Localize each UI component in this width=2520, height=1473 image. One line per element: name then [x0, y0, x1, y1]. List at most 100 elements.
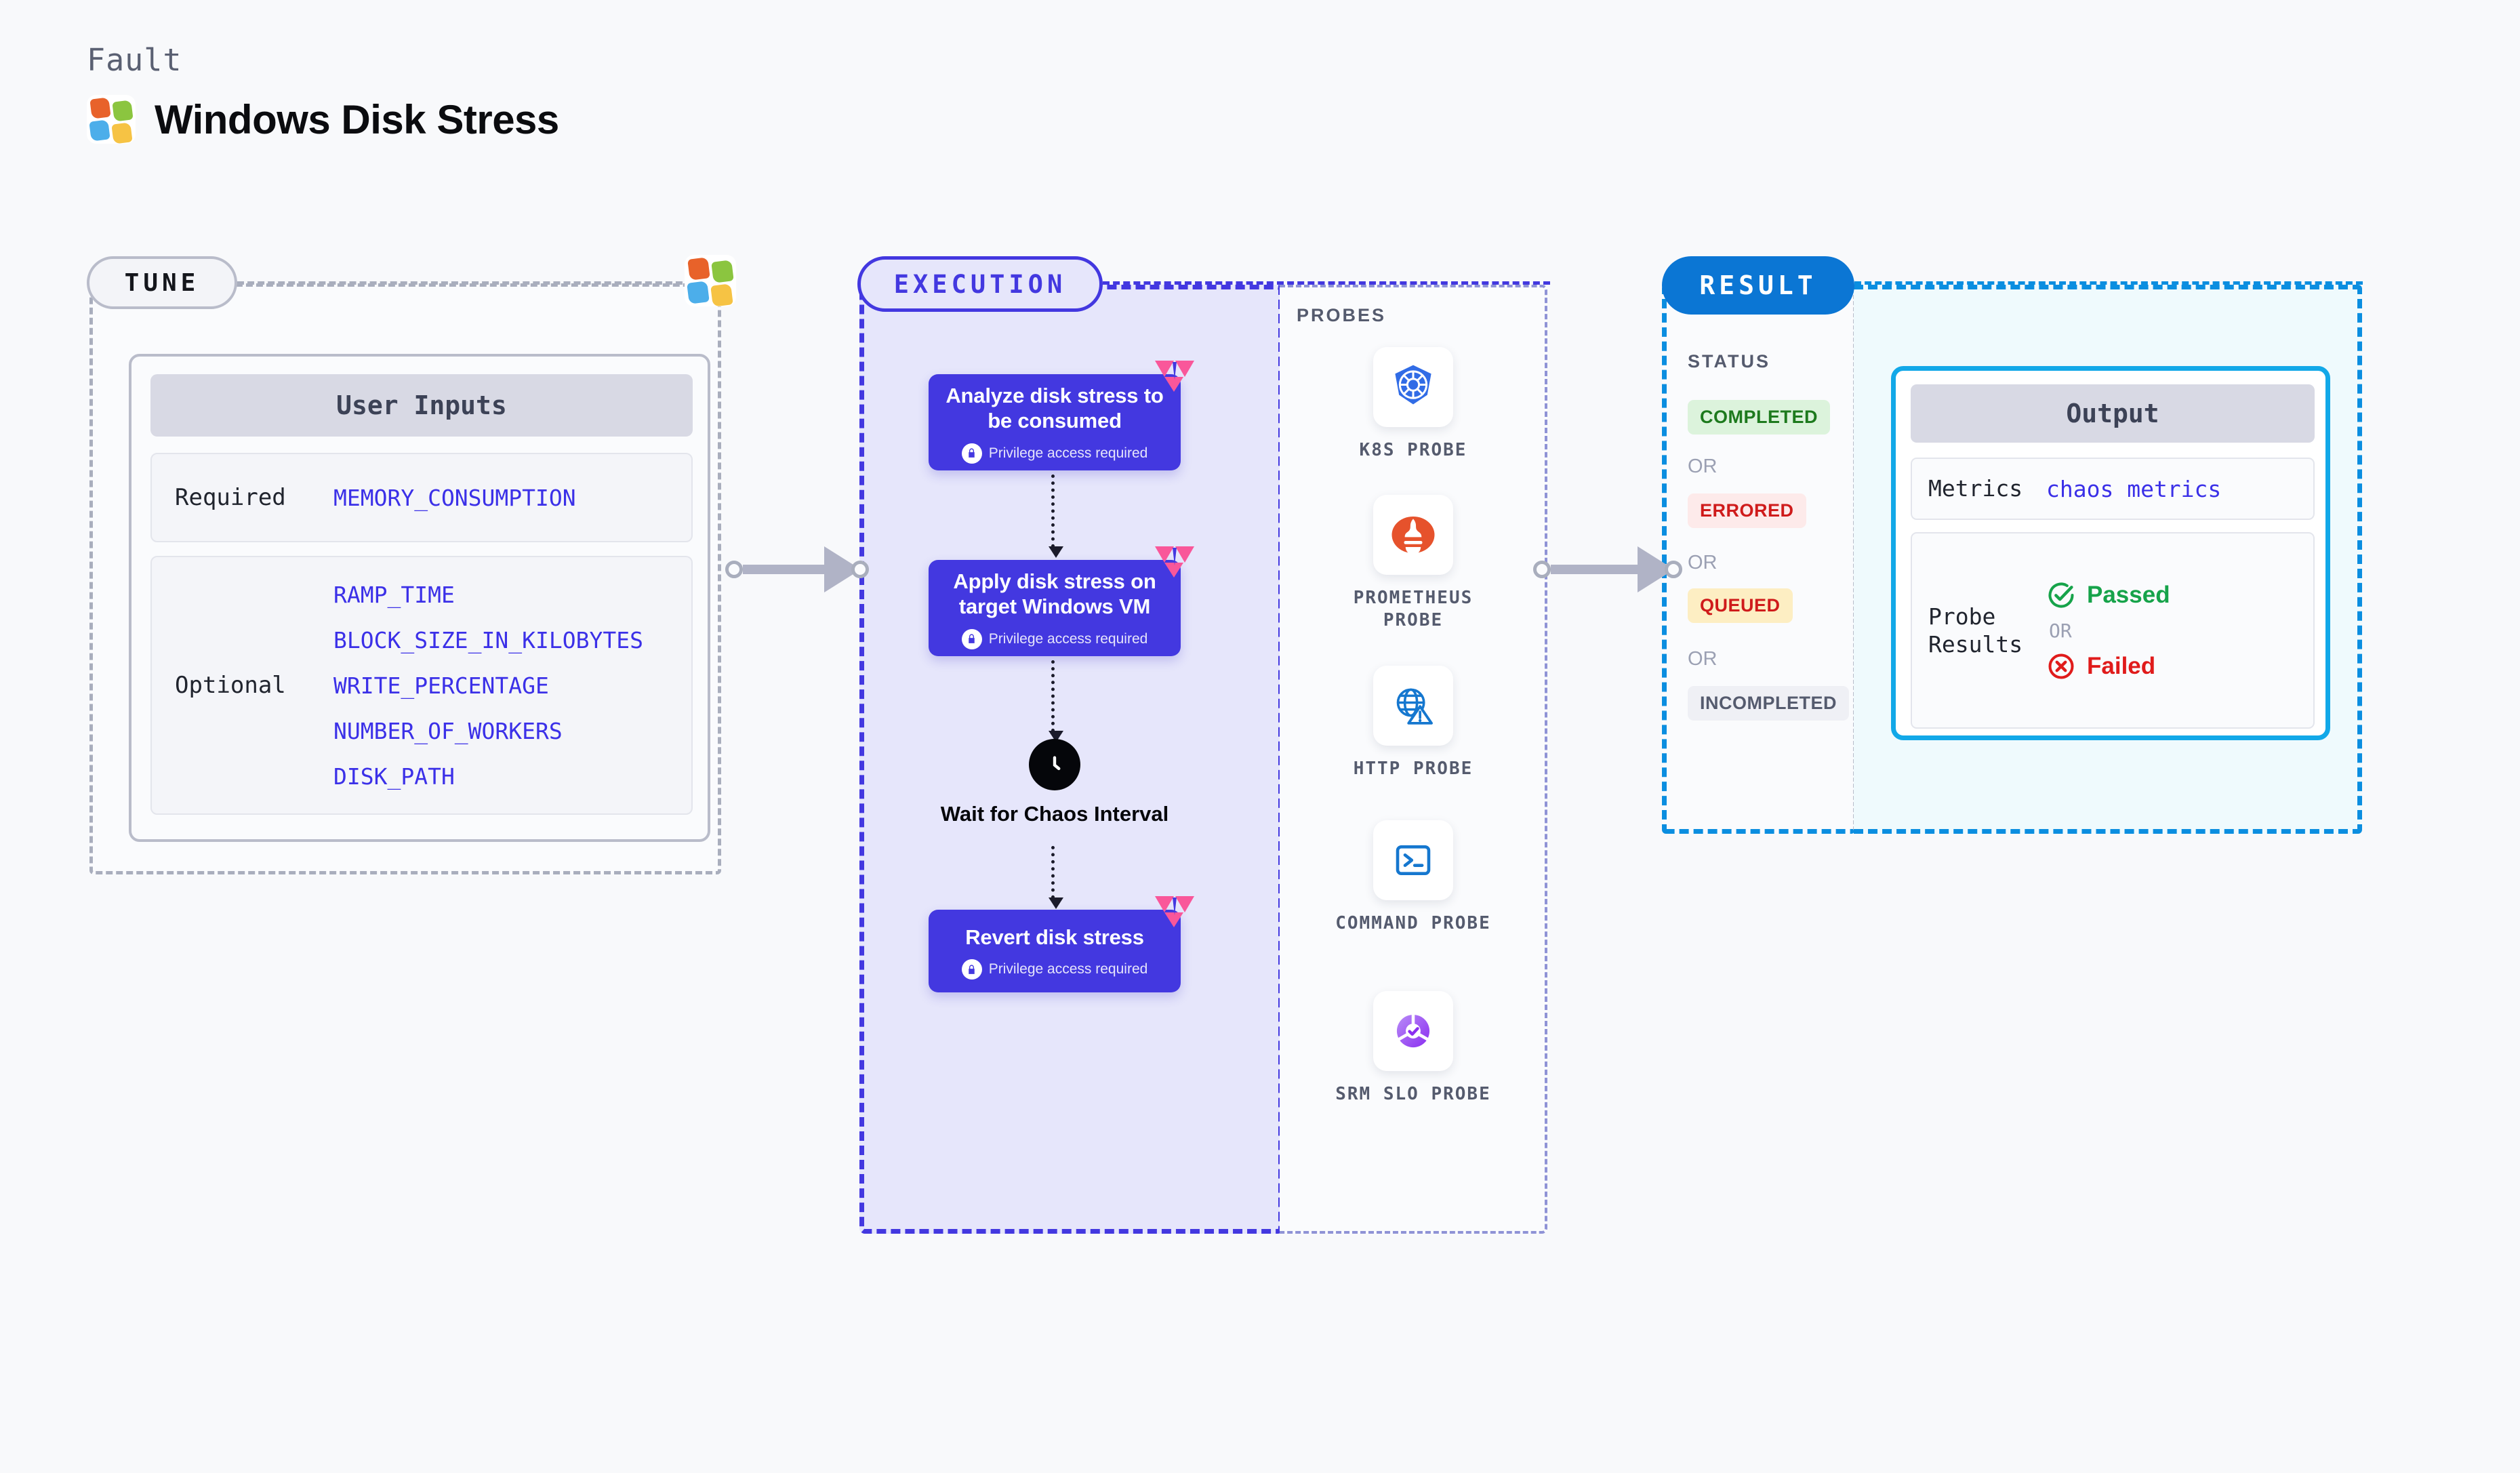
lock-icon [961, 628, 982, 649]
connector-end-dot [1665, 561, 1682, 578]
flow-arrow [1049, 660, 1063, 742]
privilege-note-text: Privilege access required [988, 445, 1148, 461]
failed-label: Failed [2087, 652, 2156, 679]
x-circle-icon [2048, 653, 2074, 679]
probe-label: COMMAND PROBE [1335, 913, 1491, 933]
status-badge-label: INCOMPLETED [1688, 686, 1850, 721]
probe-results-values: Passed OR Failed [2046, 580, 2170, 681]
status-title: STATUS [1688, 351, 1770, 371]
tune-header-dash [237, 281, 693, 285]
input-name[interactable]: NUMBER_OF_WORKERS [333, 717, 563, 744]
privilege-note: Privilege access required [961, 628, 1148, 649]
flow-arrow [1049, 846, 1063, 909]
status-section-container [1662, 285, 1855, 834]
probe-result-failed: Failed [2046, 651, 2170, 681]
tune-section-label[interactable]: TUNE [87, 256, 237, 309]
terminal-icon [1373, 820, 1453, 900]
status-badge-errored[interactable]: ERRORED [1688, 493, 1806, 528]
passed-label: Passed [2087, 581, 2170, 608]
status-badge-label: COMPLETED [1688, 400, 1831, 435]
input-name[interactable]: RAMP_TIME [333, 581, 455, 608]
required-values: MEMORY_CONSUMPTION [333, 485, 576, 511]
connector-start-dot [725, 561, 743, 578]
result-header-dash [1854, 281, 2363, 285]
connector-end-dot [851, 561, 869, 578]
privilege-note-text: Privilege access required [988, 961, 1148, 977]
connector-line [1551, 565, 1639, 574]
execution-step-card[interactable]: Analyze disk stress to be consumed Privi… [929, 361, 1194, 470]
input-name[interactable]: MEMORY_CONSUMPTION [333, 484, 576, 511]
privilege-note: Privilege access required [961, 443, 1148, 464]
status-or-label: OR [1688, 456, 1718, 477]
litmus-chaos-badge-icon [1155, 546, 1194, 578]
output-title: Output [1911, 384, 2315, 443]
litmus-chaos-badge-icon [1155, 361, 1194, 392]
page-kicker: Fault [87, 42, 182, 78]
execution-step-card[interactable]: Revert disk stress Privilege access requ… [929, 896, 1194, 992]
page-title: Windows Disk Stress [155, 96, 559, 142]
probe-item-command[interactable]: COMMAND PROBE [1332, 820, 1495, 935]
optional-inputs-group: Optional RAMP_TIME BLOCK_SIZE_IN_KILOBYT… [150, 556, 693, 815]
status-badge-label: QUEUED [1688, 588, 1793, 623]
prometheus-icon [1373, 495, 1453, 575]
probe-label: PROMETHEUS PROBE [1353, 588, 1474, 631]
http-globe-warning-icon [1373, 666, 1453, 746]
status-badge-label: ERRORED [1688, 493, 1806, 528]
probe-result-or-label: OR [2049, 619, 2072, 642]
input-name[interactable]: DISK_PATH [333, 763, 455, 790]
status-or-label: OR [1688, 648, 1718, 670]
execution-header-dash [1103, 281, 1550, 285]
lock-icon [961, 959, 982, 980]
user-inputs-card: User Inputs Required MEMORY_CONSUMPTION … [129, 354, 710, 842]
clock-icon [1029, 739, 1080, 790]
status-badge-completed[interactable]: COMPLETED [1688, 400, 1831, 435]
required-inputs-group: Required MEMORY_CONSUMPTION [150, 453, 693, 542]
connector-start-dot [1533, 561, 1551, 578]
required-label: Required [175, 484, 286, 511]
flow-arrow [1049, 475, 1063, 558]
execution-step-card[interactable]: Apply disk stress on target Windows VM P… [929, 546, 1194, 656]
probe-label: K8S PROBE [1359, 440, 1467, 460]
optional-label: Optional [175, 672, 286, 699]
lock-icon [961, 443, 982, 464]
probes-title: PROBES [1297, 305, 1387, 325]
srm-slo-icon [1373, 991, 1453, 1071]
privilege-note-text: Privilege access required [988, 630, 1148, 647]
wait-node-label: Wait for Chaos Interval [940, 802, 1169, 826]
probe-item-http[interactable]: HTTP PROBE [1332, 666, 1495, 780]
optional-values: RAMP_TIME BLOCK_SIZE_IN_KILOBYTES WRITE_… [333, 582, 643, 790]
page-title-row: Windows Disk Stress [87, 95, 559, 144]
input-name[interactable]: BLOCK_SIZE_IN_KILOBYTES [333, 626, 643, 653]
metrics-label: Metrics [1928, 475, 2023, 502]
probe-item-k8s[interactable]: K8S PROBE [1332, 347, 1495, 462]
probe-item-srm-slo[interactable]: SRM SLO PROBE [1332, 991, 1495, 1106]
output-card: Output Metrics chaos metrics Probe Resul… [1891, 366, 2330, 740]
execution-step-title: Revert disk stress [965, 925, 1144, 949]
litmus-chaos-badge-icon [1155, 896, 1194, 927]
windows-logo-icon [87, 95, 136, 144]
probe-label: HTTP PROBE [1353, 759, 1474, 779]
output-metrics-row: Metrics chaos metrics [1911, 458, 2315, 520]
execution-section-label[interactable]: EXECUTION [857, 256, 1103, 312]
probes-section-container [1280, 285, 1547, 1234]
kubernetes-icon [1373, 347, 1453, 427]
execution-step-title: Analyze disk stress to be consumed [946, 384, 1164, 432]
result-section-label[interactable]: RESULT [1662, 256, 1854, 315]
wait-for-chaos-interval-node: Wait for Chaos Interval [929, 739, 1181, 826]
execution-step-title: Apply disk stress on target Windows VM [953, 569, 1156, 618]
privilege-note: Privilege access required [961, 959, 1148, 980]
input-name[interactable]: WRITE_PERCENTAGE [333, 672, 549, 699]
user-inputs-title: User Inputs [150, 374, 693, 437]
connector-line [743, 565, 826, 574]
status-badge-queued[interactable]: QUEUED [1688, 588, 1793, 623]
metrics-value[interactable]: chaos metrics [2046, 475, 2222, 502]
status-badge-incompleted[interactable]: INCOMPLETED [1688, 686, 1850, 721]
check-circle-icon [2048, 582, 2074, 608]
output-probe-results-row: Probe Results Passed OR Failed [1911, 532, 2315, 729]
probe-item-prometheus[interactable]: PROMETHEUS PROBE [1332, 495, 1495, 632]
probe-label: SRM SLO PROBE [1335, 1084, 1491, 1104]
connector-tune-to-execution [725, 539, 869, 600]
connector-execution-to-result [1533, 539, 1682, 600]
tune-corner-windows-logo-icon [685, 255, 736, 307]
